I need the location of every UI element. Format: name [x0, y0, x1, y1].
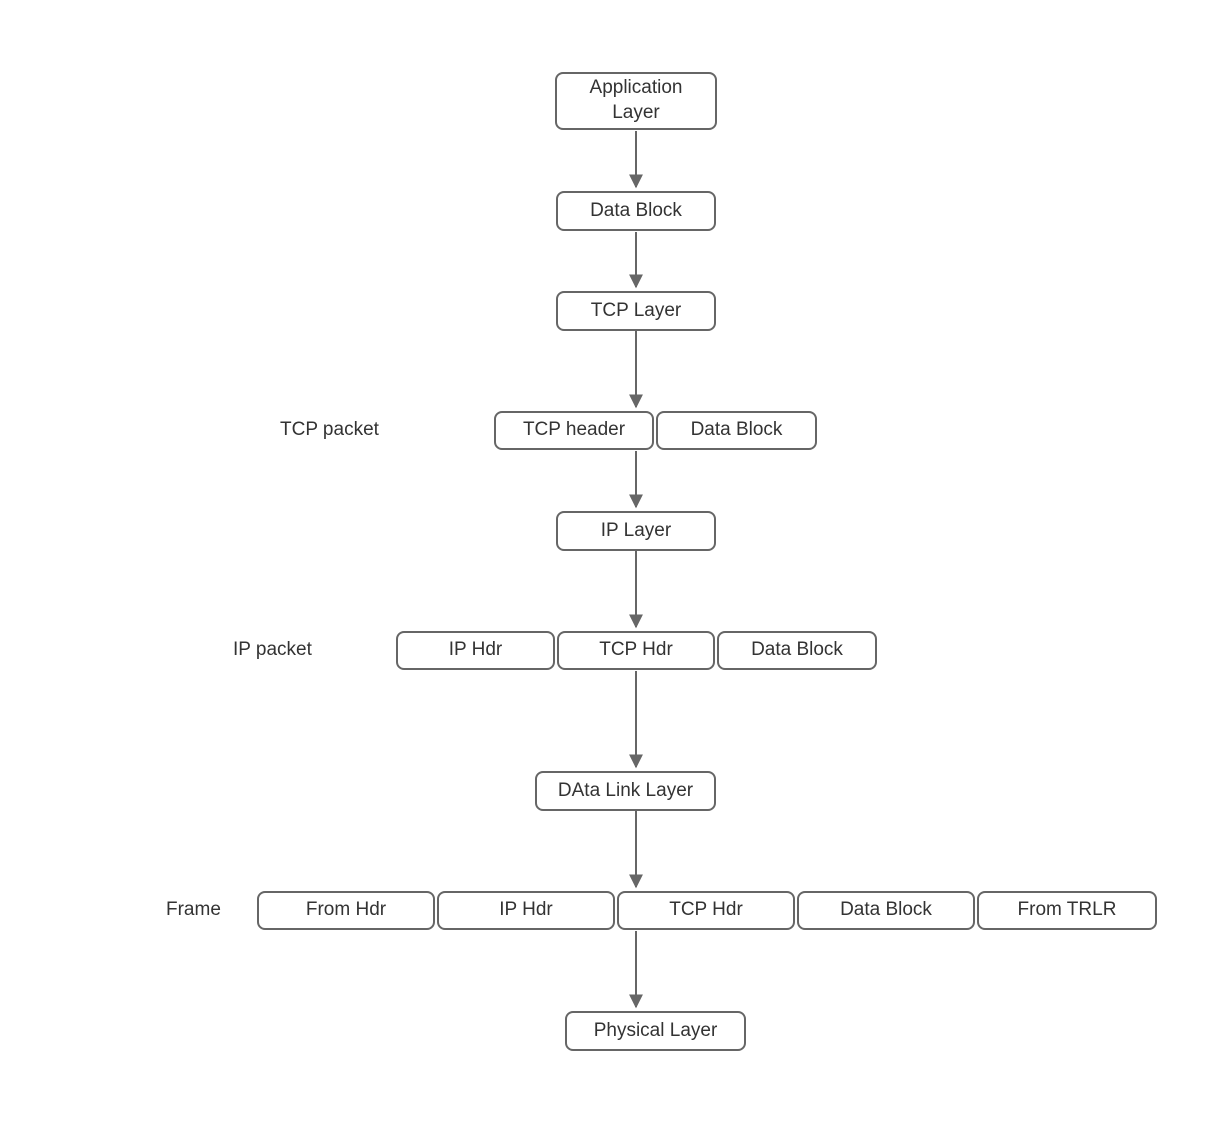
node-data-link-layer: DAta Link Layer: [535, 771, 716, 811]
node-ip-packet-data-block-label: Data Block: [751, 639, 843, 661]
node-frame-from-trlr: From TRLR: [977, 891, 1157, 930]
node-frame-tcp-hdr-label: TCP Hdr: [669, 899, 743, 921]
node-physical-layer: Physical Layer: [565, 1011, 746, 1051]
node-data-link-layer-label: DAta Link Layer: [557, 779, 694, 801]
node-tcp-layer-label: TCP Layer: [590, 299, 682, 321]
node-ip-layer: IP Layer: [556, 511, 716, 551]
node-frame-ip-hdr: IP Hdr: [437, 891, 615, 930]
node-frame-from-trlr-label: From TRLR: [1017, 899, 1117, 921]
node-frame-tcp-hdr: TCP Hdr: [617, 891, 795, 930]
node-tcp-header-label: TCP header: [522, 419, 626, 441]
node-application-layer: Application Layer: [555, 72, 717, 130]
node-ip-layer-label: IP Layer: [600, 519, 672, 541]
row-label-ip-packet: IP packet: [233, 639, 312, 660]
node-frame-ip-hdr-label: IP Hdr: [499, 899, 553, 921]
node-data-block-top-label: Data Block: [590, 199, 682, 221]
node-tcp-packet-data-block-label: Data Block: [690, 419, 783, 441]
node-ip-packet-tcp-hdr-label: TCP Hdr: [599, 639, 673, 661]
node-frame-from-hdr: From Hdr: [257, 891, 435, 930]
node-physical-layer-label: Physical Layer: [593, 1019, 718, 1041]
node-frame-from-hdr-label: From Hdr: [305, 899, 387, 921]
row-label-frame: Frame: [166, 899, 221, 920]
row-label-tcp-packet: TCP packet: [280, 419, 379, 440]
node-ip-hdr-label: IP Hdr: [448, 639, 503, 661]
node-ip-hdr: IP Hdr: [396, 631, 555, 670]
node-tcp-header: TCP header: [494, 411, 654, 450]
node-tcp-packet-data-block: Data Block: [656, 411, 817, 450]
node-data-block-top: Data Block: [556, 191, 716, 231]
node-ip-packet-data-block: Data Block: [717, 631, 877, 670]
node-frame-data-block-label: Data Block: [840, 899, 932, 921]
node-frame-data-block: Data Block: [797, 891, 975, 930]
node-tcp-layer: TCP Layer: [556, 291, 716, 331]
node-ip-packet-tcp-hdr: TCP Hdr: [557, 631, 715, 670]
node-application-layer-label: Application Layer: [589, 77, 683, 123]
